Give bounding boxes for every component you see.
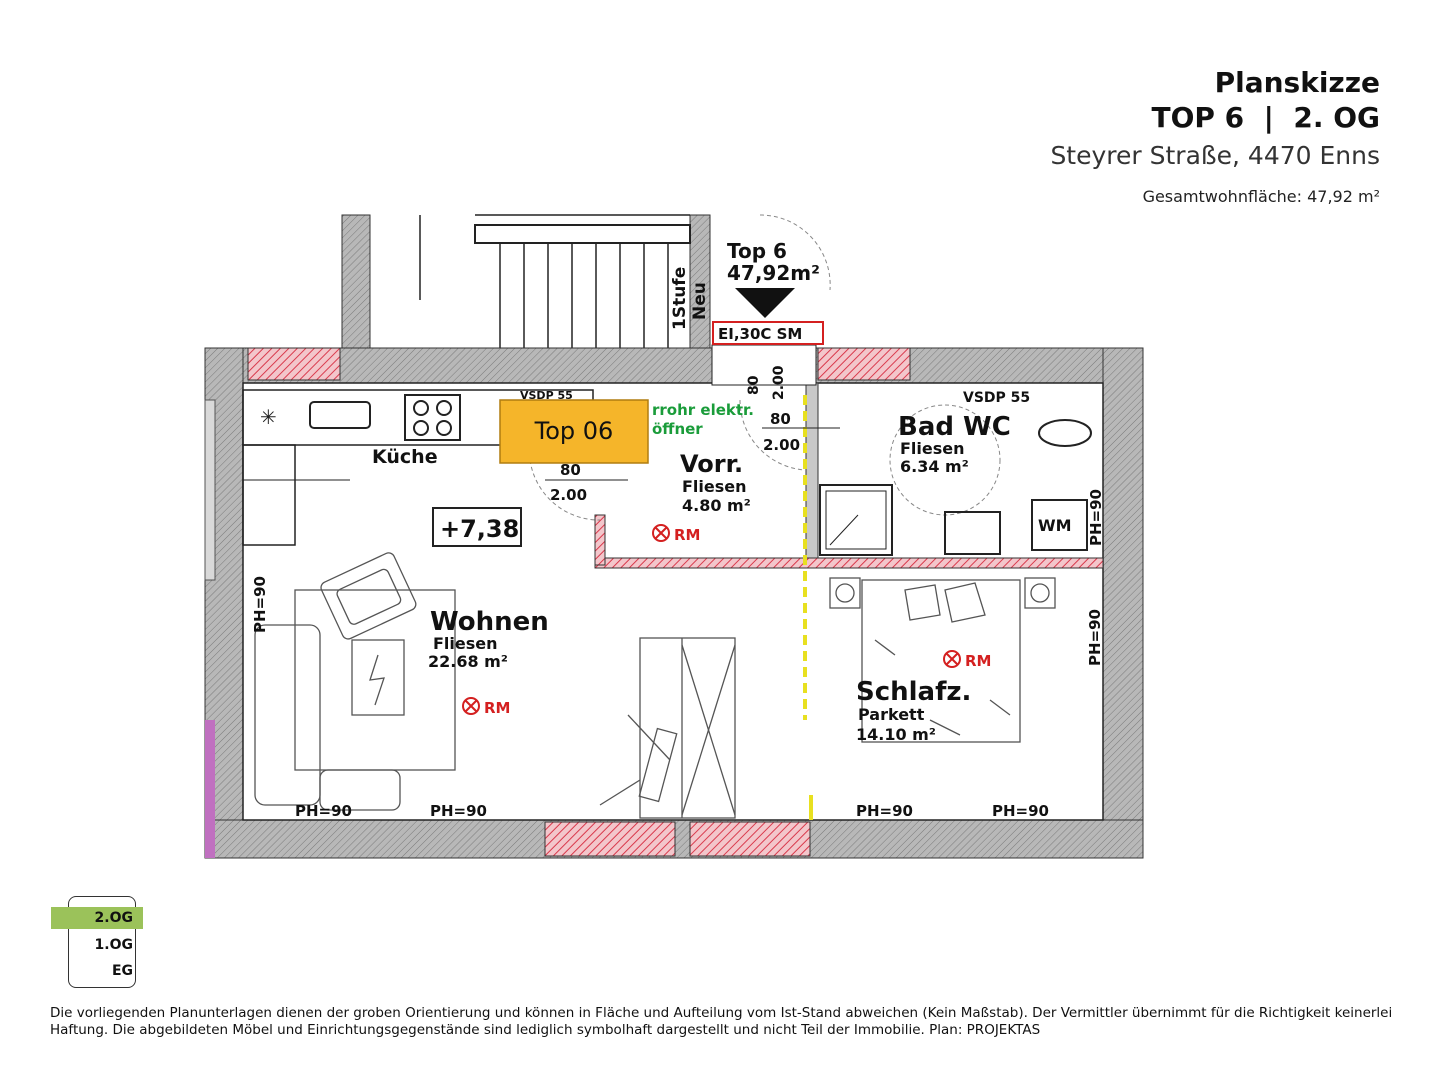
ph-1: PH=90 xyxy=(295,802,352,820)
door-height-1: 2.00 xyxy=(771,365,787,400)
staircase xyxy=(341,214,711,351)
vsdp-left: VSDP 55 xyxy=(520,389,573,402)
ph-7: PH=90 xyxy=(1087,489,1105,546)
room-bedroom: Schlafz. xyxy=(856,677,971,707)
interior-walls xyxy=(594,344,1104,820)
electric-note-2: öffner xyxy=(652,420,703,438)
room-hall-floor: Fliesen xyxy=(682,477,747,496)
rm-living: RM xyxy=(484,699,510,717)
electric-note-1: rrohr elektr. xyxy=(652,401,754,419)
unit-badge-label: Top 06 xyxy=(534,417,614,445)
disclaimer: Die vorliegenden Planunterlagen dienen d… xyxy=(50,1005,1393,1038)
unit-area: 47,92m² xyxy=(727,261,820,285)
ph-3: PH=90 xyxy=(856,802,913,820)
room-bath-area: 6.34 m² xyxy=(900,457,969,476)
total-area: Gesamtwohnfläche: 47,92 m² xyxy=(1142,187,1380,206)
unit-label: Top 6 xyxy=(727,239,787,263)
room-living-area: 22.68 m² xyxy=(428,652,508,671)
room-kitchen: Küche xyxy=(372,446,438,468)
room-bath: Bad WC xyxy=(898,412,1011,442)
outer-walls xyxy=(204,347,1144,859)
smoke-detector-icon xyxy=(652,524,670,542)
door-height-3: 2.00 xyxy=(550,486,587,504)
smoke-detector-icon xyxy=(943,650,961,668)
floor-1og[interactable]: 1.OG xyxy=(94,937,133,953)
ph-6: PH=90 xyxy=(1086,609,1104,666)
wm-label: WM xyxy=(1038,516,1072,535)
bed xyxy=(829,577,1056,743)
ph-2: PH=90 xyxy=(430,802,487,820)
plan-title: Planskizze xyxy=(1214,66,1380,99)
room-bedroom-area: 14.10 m² xyxy=(856,725,936,744)
level-marker: +7,38 xyxy=(440,515,519,543)
ph-4: PH=90 xyxy=(992,802,1049,820)
bath-fixtures xyxy=(819,419,1092,556)
stair-note-1: 1Stufe xyxy=(670,267,690,330)
door-width-1: 80 xyxy=(746,375,762,395)
floor-eg[interactable]: EG xyxy=(111,963,133,979)
living-furniture xyxy=(254,552,736,819)
floor-plan: ✳ Top 6 xyxy=(204,214,1144,859)
svg-text:✳: ✳ xyxy=(260,405,277,429)
smoke-detector-icon xyxy=(462,697,480,715)
room-bath-floor: Fliesen xyxy=(900,439,965,458)
plan-labels: Top 6 47,92m² 1Stufe Neu EI,30C SM 80 2.… xyxy=(251,239,1105,820)
rm-hall: RM xyxy=(674,526,700,544)
door-width-2: 80 xyxy=(770,410,791,428)
kitchen-counter: ✳ xyxy=(242,389,594,546)
stair-note-2: Neu xyxy=(690,282,710,320)
floor-selector: 2.OG 1.OG EG xyxy=(51,896,143,988)
ph-5: PH=90 xyxy=(251,576,269,633)
vsdp-right: VSDP 55 xyxy=(963,390,1030,406)
door-width-3: 80 xyxy=(560,461,581,479)
floor-2og[interactable]: 2.OG xyxy=(51,907,143,929)
entrance-arrow-icon xyxy=(735,288,795,318)
room-living: Wohnen xyxy=(430,607,549,637)
room-bedroom-floor: Parkett xyxy=(858,705,925,724)
room-hall: Vorr. xyxy=(680,450,743,478)
unit-badge: Top 06 xyxy=(499,399,649,464)
door-spec: EI,30C SM xyxy=(718,325,802,343)
room-living-floor: Fliesen xyxy=(433,634,498,653)
rm-bedroom: RM xyxy=(965,652,991,670)
address: Steyrer Straße, 4470 Enns xyxy=(1050,141,1380,170)
unit-floor: TOP 6 | 2. OG xyxy=(1151,101,1380,134)
room-hall-area: 4.80 m² xyxy=(682,496,751,515)
door-height-2: 2.00 xyxy=(763,436,800,454)
